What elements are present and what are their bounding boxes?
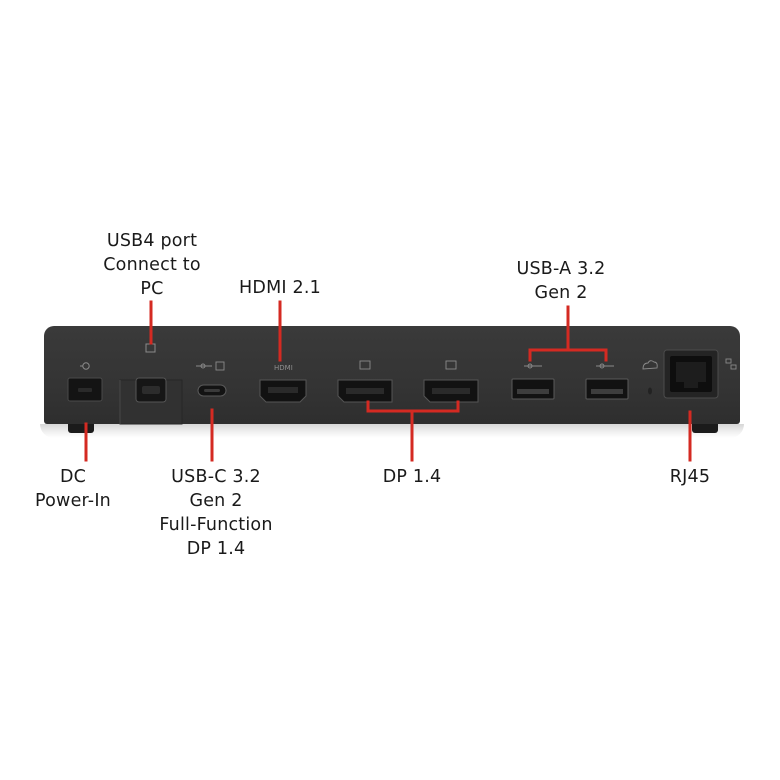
displayport-2-icon (445, 360, 457, 370)
label-usba-line1: USB-A 3.2 (516, 259, 606, 279)
usb-c-port (197, 384, 227, 397)
cloud-icon (642, 360, 658, 370)
dock-foot-right (692, 423, 718, 433)
label-usbc-line3: Full-Function (159, 515, 273, 535)
callout-line-usba (528, 305, 608, 362)
hdmi-port (259, 379, 307, 403)
label-usb4-port: USB4 port Connect to PC (82, 229, 222, 301)
label-usb4-line1: USB4 port (106, 231, 198, 251)
dock-shadow (40, 424, 744, 438)
usb-a-port-1 (511, 378, 555, 400)
label-usbc-line2: Gen 2 (189, 491, 243, 511)
rj45-port (663, 349, 719, 399)
security-slot (648, 387, 652, 395)
label-rj45: RJ45 (640, 465, 740, 489)
usb4-port (119, 377, 183, 425)
usb-a-1-icon (524, 363, 542, 369)
label-dp: DP 1.4 (362, 465, 462, 489)
label-dp-line1: DP 1.4 (382, 467, 442, 487)
network-icon (725, 358, 737, 370)
label-usba-line2: Gen 2 (534, 283, 588, 303)
callout-line-dp (366, 400, 460, 462)
label-dc-line2: Power-In (35, 491, 111, 511)
label-usbc-line4: DP 1.4 (186, 539, 246, 559)
usb-c-dp-icon (196, 361, 225, 371)
label-hdmi-line1: HDMI 2.1 (239, 278, 321, 298)
label-usb4-line3: PC (140, 279, 164, 299)
label-rj45-line1: RJ45 (669, 467, 711, 487)
label-usb-a: USB-A 3.2 Gen 2 (496, 257, 626, 305)
dock-foot-left (68, 423, 94, 433)
dc-power-icon (80, 362, 90, 370)
label-usbc-line1: USB-C 3.2 (171, 467, 261, 487)
label-usb-c: USB-C 3.2 Gen 2 Full-Function DP 1.4 (136, 465, 296, 561)
label-dc-line1: DC (59, 467, 87, 487)
callout-lines (84, 300, 692, 462)
displayport-2 (423, 379, 479, 403)
usb-a-2-icon (596, 363, 614, 369)
label-hdmi: HDMI 2.1 (220, 276, 340, 300)
displayport-1-icon (359, 360, 371, 370)
usb-a-port-2 (585, 378, 629, 400)
displayport-1 (337, 379, 393, 403)
label-usb4-line2: Connect to (103, 255, 201, 275)
dc-power-port (67, 377, 103, 402)
label-dc-power-in: DC Power-In (16, 465, 130, 513)
usb4-icon (145, 343, 156, 353)
hdmi-glyph: HDMI (274, 364, 293, 372)
